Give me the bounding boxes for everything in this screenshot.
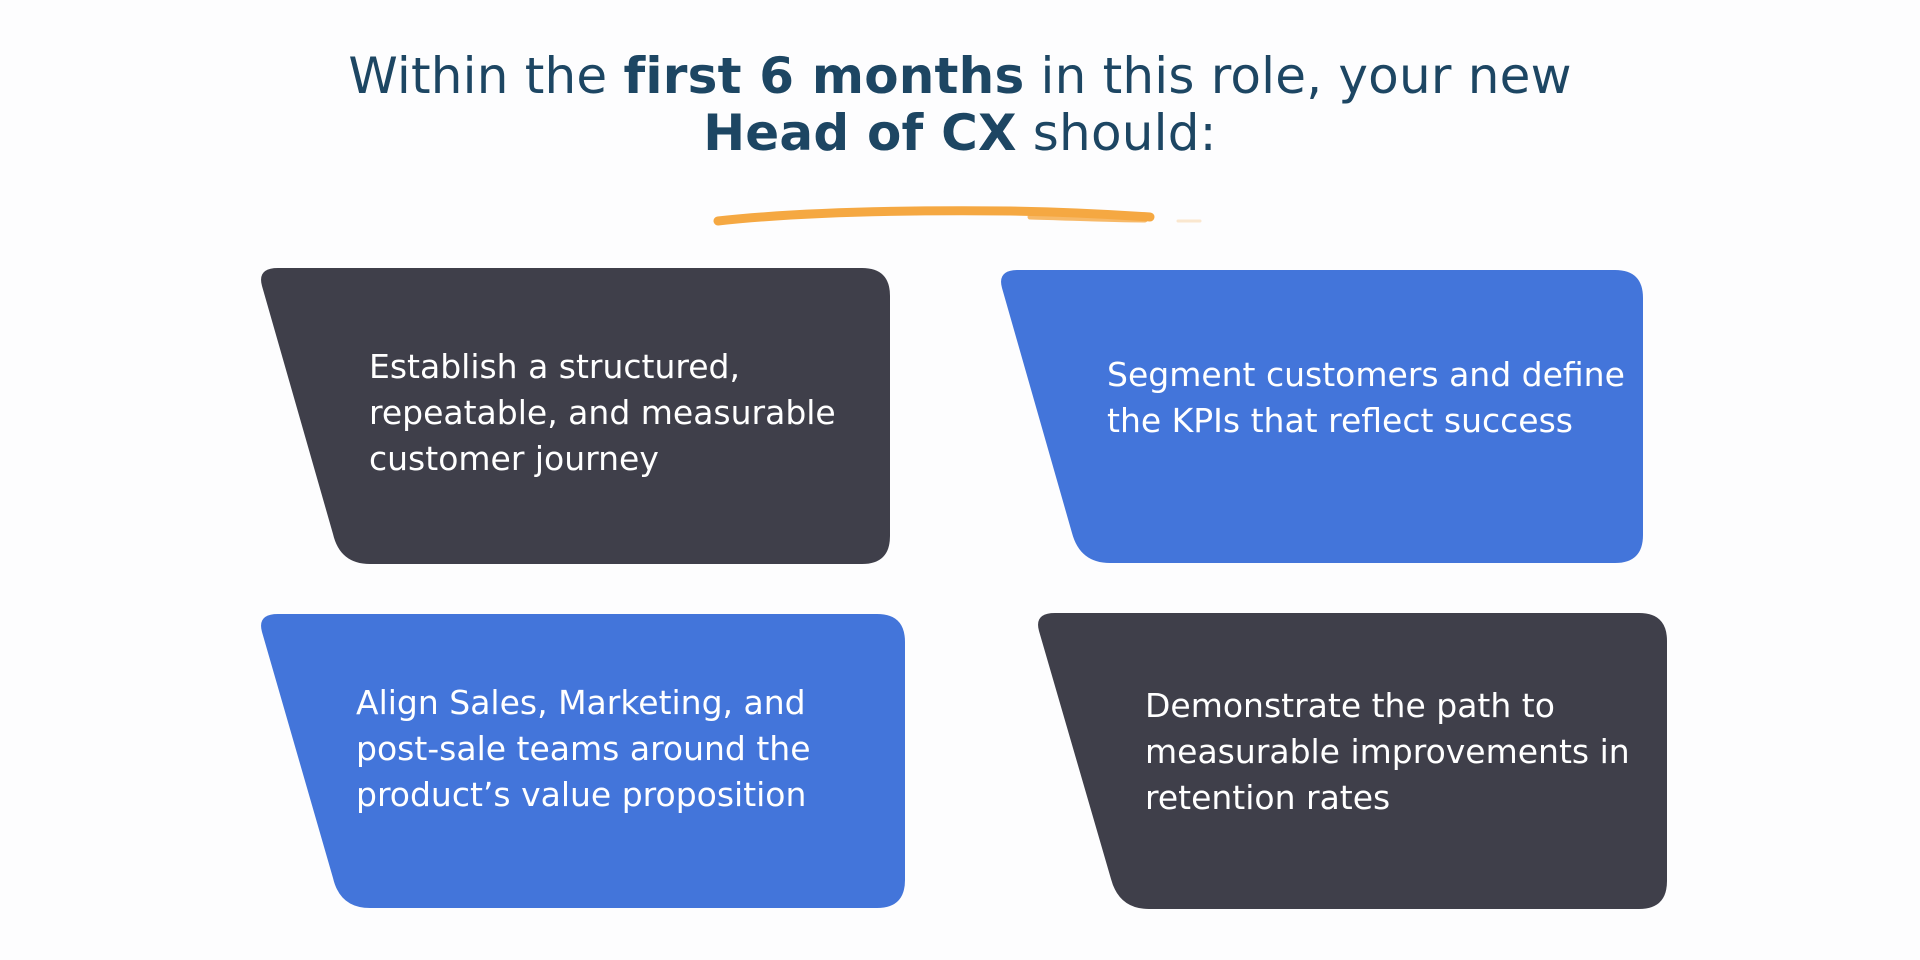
card-4-shape [1038,613,1667,909]
goal-card-3: Align Sales, Marketing, and post-sale te… [260,614,905,908]
goal-card-4: Demonstrate the path to measurable impro… [1037,613,1667,909]
brush-underline [713,206,1202,226]
card-3-shape [261,614,905,908]
goal-card-1: Establish a structured, repeatable, and … [260,268,890,564]
card-4-text: Demonstrate the path to measurable impro… [1145,686,1630,817]
goal-card-2: Segment customers and define the KPIs th… [1000,270,1643,563]
title-line-1: Within the first 6 months in this role, … [348,47,1572,105]
card-1-text: Establish a structured, repeatable, and … [369,347,836,478]
card-2-shape [1001,270,1643,563]
card-3-text: Align Sales, Marketing, and post-sale te… [356,683,811,814]
title-line-2: Head of CX should: [703,104,1217,162]
page-title: Within the first 6 months in this role, … [0,48,1920,162]
card-2-text: Segment customers and define the KPIs th… [1107,355,1625,440]
card-1-shape [261,268,890,564]
